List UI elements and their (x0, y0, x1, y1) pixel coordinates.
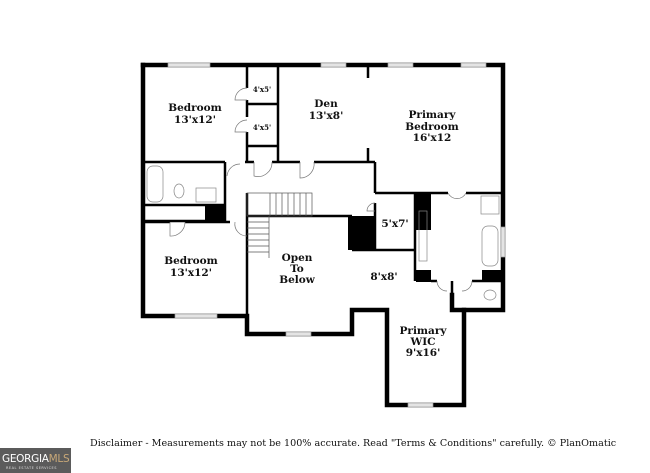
room-5x7-size: 5'x7' (381, 218, 408, 230)
logo-subtext: REAL ESTATE SERVICES (6, 466, 57, 470)
bathtub-icon (481, 225, 499, 267)
georgia-mls-logo: GEORGIAMLS REAL ESTATE SERVICES (0, 448, 71, 473)
vanity-icon (418, 210, 428, 262)
logo-text-b: MLS (48, 453, 70, 465)
fixtures (146, 165, 500, 301)
bathtub-icon (146, 165, 164, 203)
primary-wic-size: 9'x16' (406, 347, 441, 359)
toilet-icon (483, 289, 497, 301)
closet-1-size: 4'x5' (253, 85, 271, 94)
toilet-icon (173, 183, 185, 199)
primary-bedroom-size: 16'x12 (413, 132, 452, 144)
bedroom-1-size: 13'x12' (174, 114, 216, 126)
bedroom-2-name: Bedroom (164, 255, 218, 267)
chimney-blocks (205, 193, 503, 282)
bedroom-1-name: Bedroom (168, 102, 222, 114)
den-size: 13'x8' (309, 110, 344, 122)
sink-icon (195, 187, 217, 203)
primary-bedroom-name-1: Primary (409, 109, 457, 121)
door-swings (169, 87, 473, 292)
open-to-below-3: Below (279, 274, 316, 286)
open-to-below-1: Open (282, 252, 313, 264)
closet-2-size: 4'x5' (253, 123, 271, 132)
primary-wic-name-2: WIC (409, 336, 435, 348)
open-to-below-2: To (290, 263, 304, 275)
room-labels: Bedroom 13'x12' 4'x5' 4'x5' Den 13'x8' P… (164, 85, 459, 359)
den-name: Den (314, 98, 338, 110)
primary-wic-name-1: Primary (400, 325, 448, 337)
logo-text-a: GEORGIA (2, 453, 49, 465)
shower-icon (480, 195, 500, 215)
windows (167, 62, 506, 408)
bedroom-2-size: 13'x12' (170, 267, 212, 279)
disclaimer: Disclaimer - Measurements may not be 100… (90, 438, 617, 449)
stairs (246, 192, 313, 258)
primary-bedroom-name-2: Bedroom (405, 121, 459, 133)
room-8x8-size: 8'x8' (370, 271, 397, 283)
